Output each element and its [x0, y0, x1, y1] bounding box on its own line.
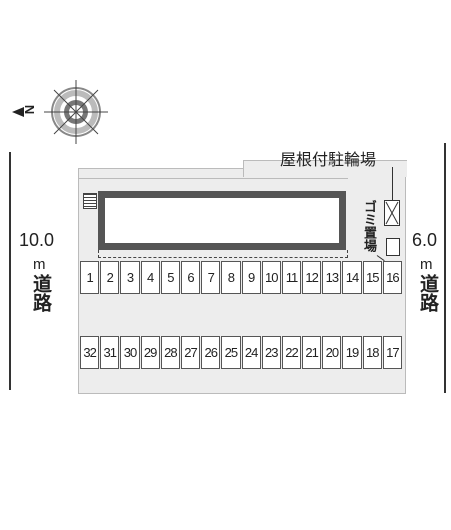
parking-space: 22 [281, 336, 302, 369]
left-road-unit: m [33, 256, 46, 273]
building [98, 191, 346, 250]
bike-parking-label: 屋根付駐輪場 [280, 150, 377, 169]
parking-space: 28 [160, 336, 180, 369]
left-road-label: 道路 [30, 274, 52, 312]
parking-space: 5 [160, 261, 180, 294]
parking-space: 29 [140, 336, 160, 369]
parking-space: 6 [180, 261, 201, 294]
compass-north-letter: N [22, 104, 38, 115]
parking-space: 31 [100, 336, 120, 369]
parking-space: 21 [302, 336, 322, 369]
right-road-unit: m [420, 256, 433, 273]
parking-space: 4 [140, 261, 160, 294]
bike-parking-leader [392, 167, 393, 200]
parking-space: 26 [201, 336, 221, 369]
parking-space: 23 [261, 336, 281, 369]
parking-space: 15 [362, 261, 382, 294]
garbage-area-box [386, 238, 400, 256]
parking-space: 14 [342, 261, 362, 294]
parking-space: 32 [80, 336, 100, 369]
right-road-label: 道路 [417, 274, 439, 312]
right-road-width: 6.0 [412, 230, 438, 250]
parking-space: 12 [302, 261, 322, 294]
parking-space: 1 [80, 261, 100, 294]
parking-space: 7 [201, 261, 221, 294]
parking-space: 19 [342, 336, 362, 369]
parking-space: 16 [382, 261, 402, 294]
parking-space: 17 [382, 336, 402, 369]
parking-space: 8 [221, 261, 241, 294]
parking-space: 11 [281, 261, 302, 294]
right-road-edge [444, 143, 446, 393]
garbage-area-label: ゴミ置場 [361, 200, 376, 252]
lot-inner-step [78, 178, 348, 179]
parking-space: 3 [120, 261, 140, 294]
parking-space: 25 [221, 336, 241, 369]
parking-space: 20 [322, 336, 342, 369]
building-eave-dashed [98, 250, 348, 258]
parking-space: 9 [241, 261, 261, 294]
lot-notch [243, 160, 407, 177]
left-road-width: 10.0 [19, 230, 55, 250]
compass-icon [12, 80, 108, 144]
parking-space: 10 [261, 261, 281, 294]
parking-space: 18 [362, 336, 382, 369]
left-road-edge [9, 152, 11, 390]
bike-parking-box [384, 200, 400, 226]
parking-space: 24 [241, 336, 261, 369]
parking-space: 2 [100, 261, 120, 294]
parking-space: 13 [322, 261, 342, 294]
parking-space: 27 [180, 336, 201, 369]
parking-space: 30 [120, 336, 140, 369]
stairs-icon [83, 193, 97, 209]
